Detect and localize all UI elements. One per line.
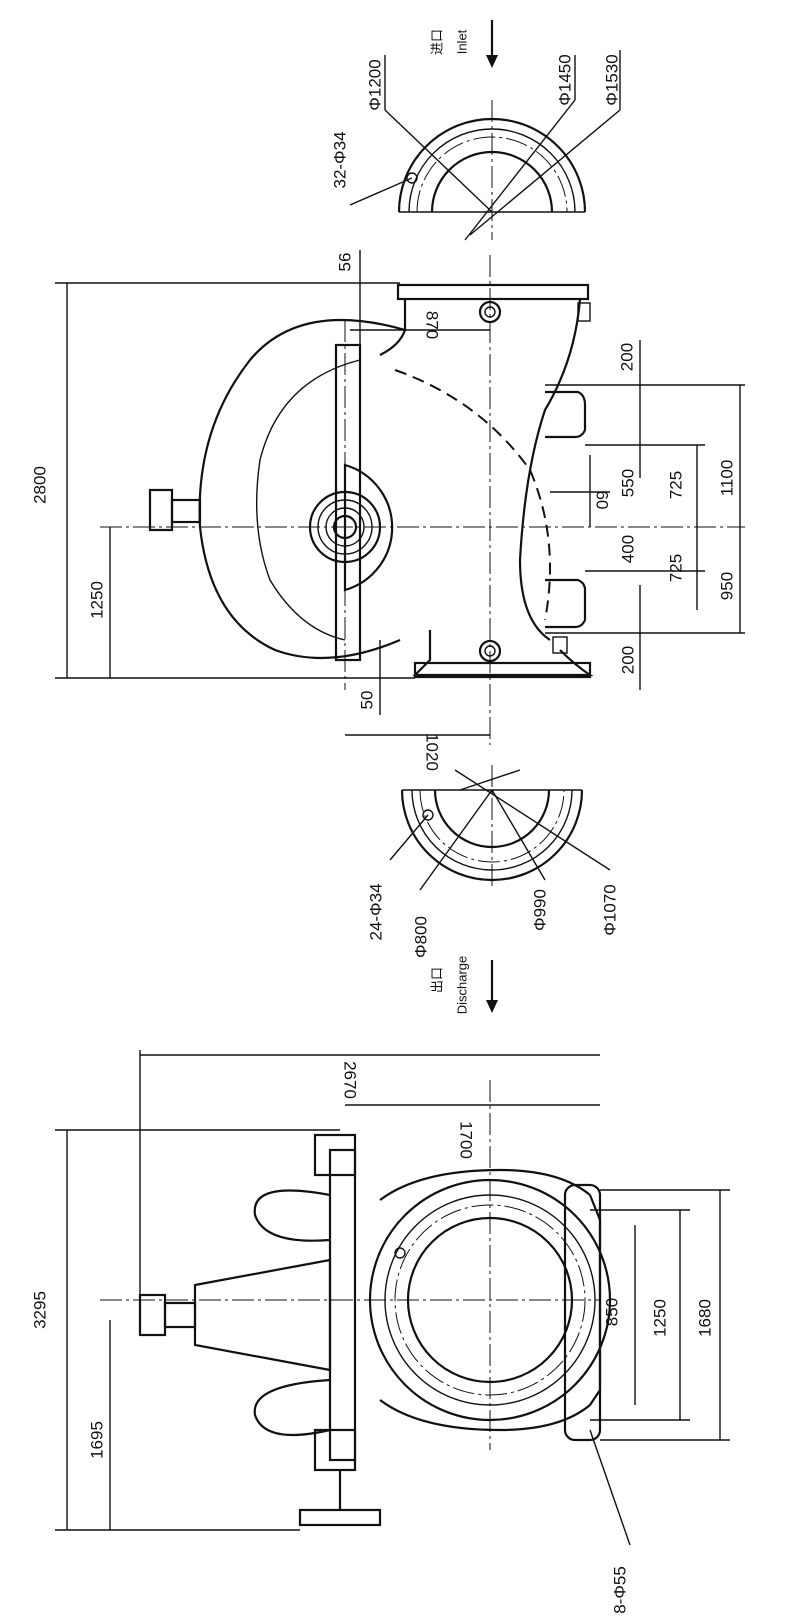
dim-2800: 2800 (31, 466, 50, 504)
discharge-d800: Φ800 (412, 916, 431, 958)
discharge-label-cn: 出口 (430, 967, 445, 993)
dim-725-top: 725 (667, 471, 686, 499)
inlet-flange-view (349, 20, 621, 241)
dim-850: 850 (603, 1298, 622, 1326)
dim-60: 60 (593, 491, 612, 510)
bolt-hole-icon (422, 809, 434, 821)
dim-1250: 1250 (88, 581, 107, 619)
discharge-label-en: Discharge (455, 956, 470, 1015)
dim-1680: 1680 (696, 1299, 715, 1337)
inlet-d1530: Φ1530 (603, 54, 622, 105)
foot-holes: 8-Φ55 (611, 1566, 630, 1614)
dim-200-top: 200 (618, 343, 637, 371)
dim-870: 870 (423, 311, 442, 339)
bolt-hole-icon (406, 172, 418, 184)
dim-56: 56 (336, 253, 355, 272)
discharge-d1070: Φ1070 (601, 884, 620, 935)
dim-1695: 1695 (88, 1421, 107, 1459)
inlet-holes: 32-Φ34 (331, 131, 350, 188)
dim-2670: 2670 (341, 1061, 360, 1099)
inlet-d1200: Φ1200 (366, 59, 385, 110)
dim-550: 550 (619, 469, 638, 497)
flow-arrow-icon (486, 1000, 498, 1013)
discharge-holes: 24-Φ34 (367, 883, 386, 940)
inlet-label-cn: 进口 (430, 29, 445, 55)
dim-400: 400 (619, 535, 638, 563)
dim-950: 950 (718, 572, 737, 600)
inlet-label-en: Inlet (455, 29, 470, 54)
dim-1250-end: 1250 (651, 1299, 670, 1337)
pump-side-view (55, 250, 745, 745)
inlet-d1450: Φ1450 (556, 54, 575, 105)
dim-725-bottom: 725 (667, 554, 686, 582)
flow-arrow-icon (486, 55, 498, 68)
dim-1020: 1020 (423, 733, 442, 771)
dim-200-bottom: 200 (619, 646, 638, 674)
discharge-flange-view (389, 765, 611, 1013)
dim-50: 50 (358, 691, 377, 710)
dim-3295: 3295 (31, 1291, 50, 1329)
dim-1700: 1700 (457, 1121, 476, 1159)
dim-1100: 1100 (718, 460, 737, 497)
discharge-d990: Φ990 (531, 889, 550, 931)
pump-end-view (55, 1050, 730, 1546)
